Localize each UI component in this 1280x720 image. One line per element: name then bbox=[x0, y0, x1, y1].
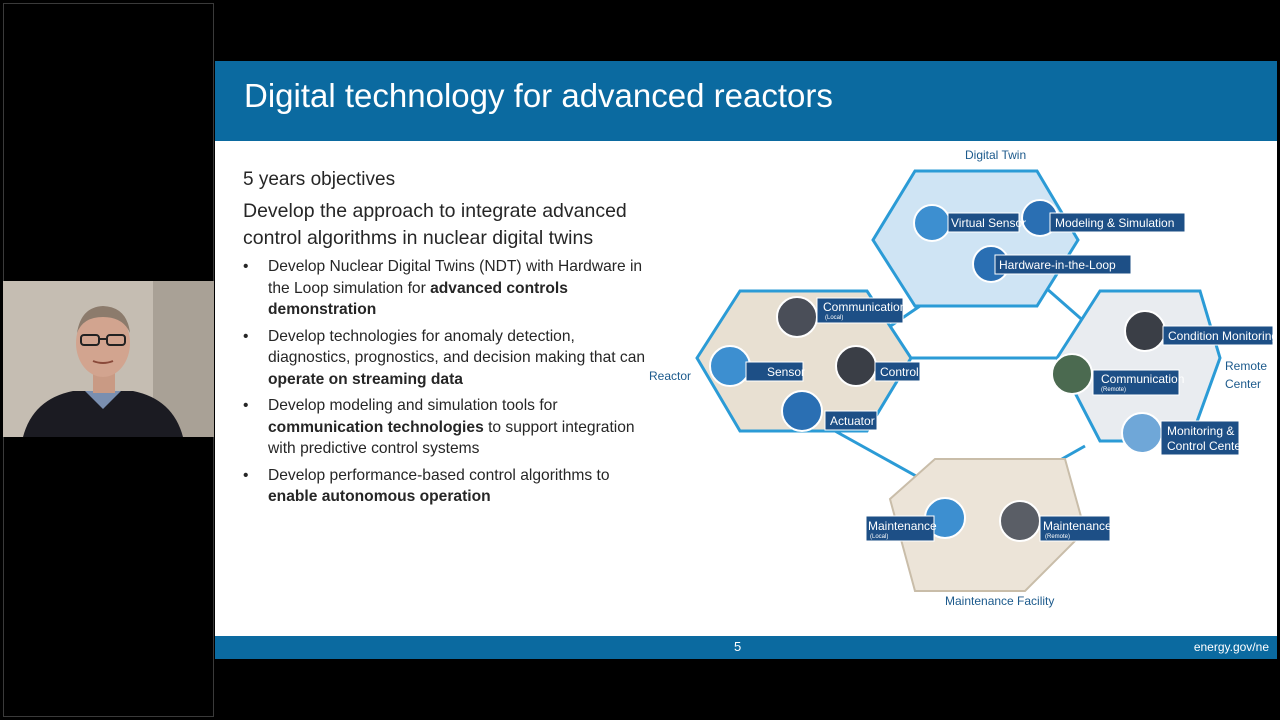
list-item: •Develop modeling and simulation tools f… bbox=[243, 397, 635, 457]
control-tag: Control bbox=[880, 365, 919, 379]
lead-statement: Develop the approach to integrate advanc… bbox=[243, 200, 627, 249]
objectives-list: •Develop Nuclear Digital Twins (NDT) wit… bbox=[243, 256, 653, 508]
digital-twin-label: Digital Twin bbox=[965, 148, 1026, 162]
communication-remote-tag: Communication bbox=[1101, 372, 1184, 386]
maintenance-facility-node: Maintenance (Local) Maintenance (Remote) bbox=[865, 458, 1112, 592]
svg-text:(Local): (Local) bbox=[870, 534, 888, 540]
svg-text:(Local): (Local) bbox=[825, 315, 843, 321]
actuator-tag: Actuator bbox=[830, 414, 875, 428]
remote-center-node: Condition Monitoring Communication (Remo… bbox=[1051, 289, 1277, 456]
bullet-icon: • bbox=[243, 258, 249, 275]
slide-header: Digital technology for advanced reactors bbox=[215, 61, 1277, 141]
monitoring-control-tag: Monitoring & bbox=[1167, 424, 1234, 438]
virtual-sensor-tag: Virtual Sensor bbox=[951, 216, 1026, 230]
svg-text:Center: Center bbox=[1225, 377, 1261, 391]
reactor-node: Communication (Local) Sensor Control Act… bbox=[695, 289, 921, 433]
hardware-loop-tag: Hardware-in-the-Loop bbox=[999, 258, 1116, 272]
svg-text:(Remote): (Remote) bbox=[1101, 387, 1126, 393]
svg-text:(Remote): (Remote) bbox=[1045, 534, 1070, 540]
maintenance-local-tag: Maintenance bbox=[868, 519, 937, 533]
list-item: •Develop performance-based control algor… bbox=[243, 466, 610, 506]
condition-monitoring-tag: Condition Monitoring bbox=[1168, 329, 1277, 343]
sensor-tag: Sensor bbox=[767, 365, 805, 379]
footer-url: energy.gov/ne bbox=[1193, 640, 1269, 654]
modeling-simulation-tag: Modeling & Simulation bbox=[1055, 216, 1174, 230]
page-number: 5 bbox=[734, 639, 742, 654]
digital-twin-diagram: Virtual Sensor Modeling & Simulation Har… bbox=[649, 148, 1277, 608]
bullet-icon: • bbox=[243, 327, 249, 345]
objectives-text: 5 years objectives Develop the approach … bbox=[243, 169, 653, 513]
reactor-label: Reactor bbox=[649, 369, 691, 383]
bullet-icon: • bbox=[243, 466, 249, 484]
digital-twin-node: Virtual Sensor Modeling & Simulation Har… bbox=[871, 169, 1186, 308]
maintenance-facility-label: Maintenance Facility bbox=[945, 594, 1054, 608]
presenter-video bbox=[3, 281, 214, 437]
objectives-heading: 5 years objectives bbox=[243, 169, 396, 190]
presentation-slide: Digital technology for advanced reactors… bbox=[215, 61, 1277, 659]
remote-center-label: Remote bbox=[1225, 359, 1267, 373]
webcam-video-tile[interactable] bbox=[3, 281, 214, 437]
maintenance-remote-tag: Maintenance bbox=[1043, 519, 1112, 533]
list-item: •Develop Nuclear Digital Twins (NDT) wit… bbox=[243, 258, 643, 318]
slide-footer: 5 energy.gov/ne bbox=[215, 636, 1277, 659]
svg-text:Control Center: Control Center bbox=[1167, 439, 1245, 453]
slide-title: Digital technology for advanced reactors bbox=[244, 77, 833, 114]
list-item: •Develop technologies for anomaly detect… bbox=[243, 327, 646, 388]
communication-local-tag: Communication bbox=[823, 300, 906, 314]
bullet-icon: • bbox=[243, 397, 249, 414]
